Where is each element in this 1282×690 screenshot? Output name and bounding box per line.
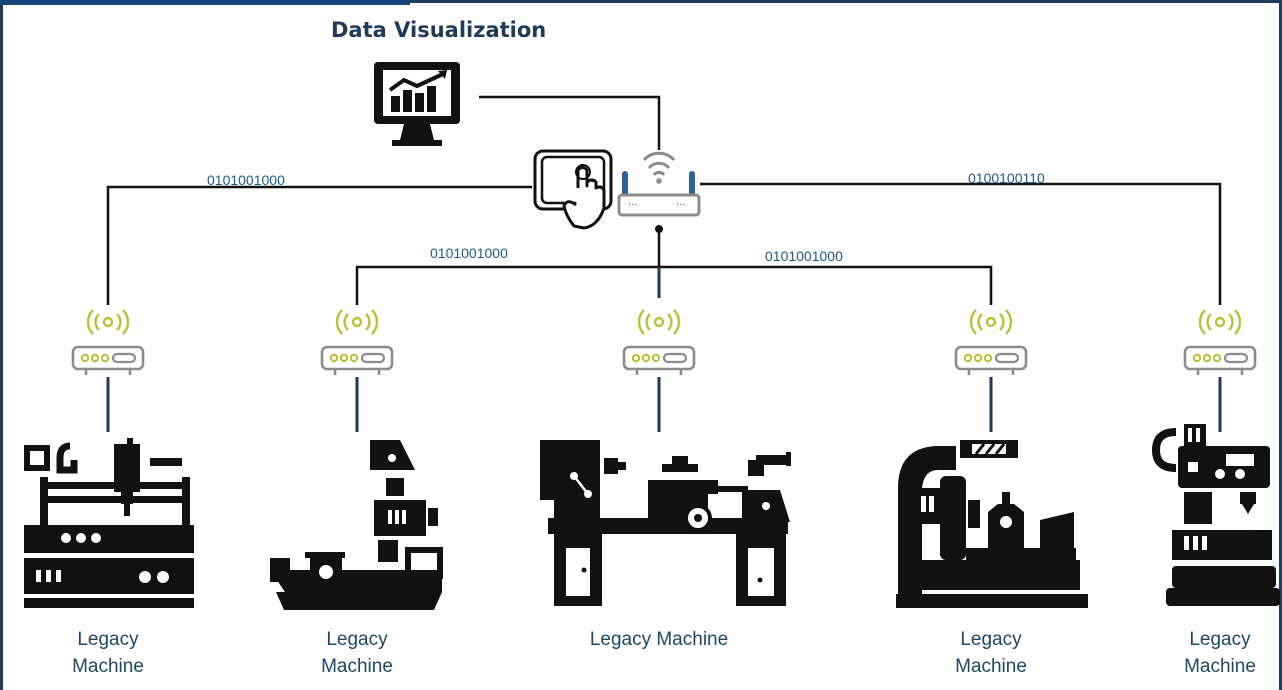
svg-text:···: ···: [676, 200, 686, 211]
diagram-title: Data Visualization: [331, 18, 547, 42]
machine-label: Legacy Machine: [559, 626, 759, 653]
binary-data-label: 0101001000: [430, 245, 508, 261]
svg-text:···: ···: [628, 200, 638, 211]
wifi-router-icon: ··· ···: [617, 151, 701, 217]
machine-label-line: Legacy Machine: [589, 629, 729, 650]
machine-label-line: Machine: [321, 656, 393, 677]
drill-press-machine-icon: [270, 440, 443, 610]
binary-data-label: 0101001000: [765, 248, 843, 264]
machine-label-line: Machine: [72, 656, 144, 677]
machine-label: Legacy Machine: [48, 626, 168, 680]
machine-label: Legacy Machine: [297, 626, 417, 680]
machine-label-line: Machine: [1184, 656, 1256, 677]
binary-data-label: 0101001000: [207, 172, 285, 188]
machine-label-line: Legacy: [77, 629, 139, 650]
lathe-machine-icon: [540, 440, 791, 606]
machine-label-line: Legacy: [1189, 629, 1251, 650]
cnc-lathe-machine-icon: [896, 440, 1088, 608]
top-accent-bar: [0, 0, 410, 5]
machine-label: Legacy Machine: [1165, 626, 1275, 680]
machine-label: Legacy Machine: [931, 626, 1051, 680]
chart-monitor-icon: [374, 62, 460, 146]
wireless-receiver-icon: [71, 308, 145, 377]
touchscreen-icon: [533, 149, 613, 230]
machine-label-line: Machine: [955, 656, 1027, 677]
wireless-receiver-icon: [320, 308, 394, 377]
binary-data-label: 0100100110: [968, 170, 1045, 186]
wireless-receiver-icon: [622, 308, 696, 377]
wireless-receiver-icon: [1183, 308, 1257, 377]
milling-machine-icon: [1151, 424, 1280, 606]
machine-label-line: Legacy: [960, 629, 1022, 650]
wire-lines: [106, 95, 1222, 432]
cnc-router-machine-icon: [24, 438, 194, 608]
wireless-receiver-icon: [954, 308, 1028, 377]
machine-label-line: Legacy: [326, 629, 388, 650]
